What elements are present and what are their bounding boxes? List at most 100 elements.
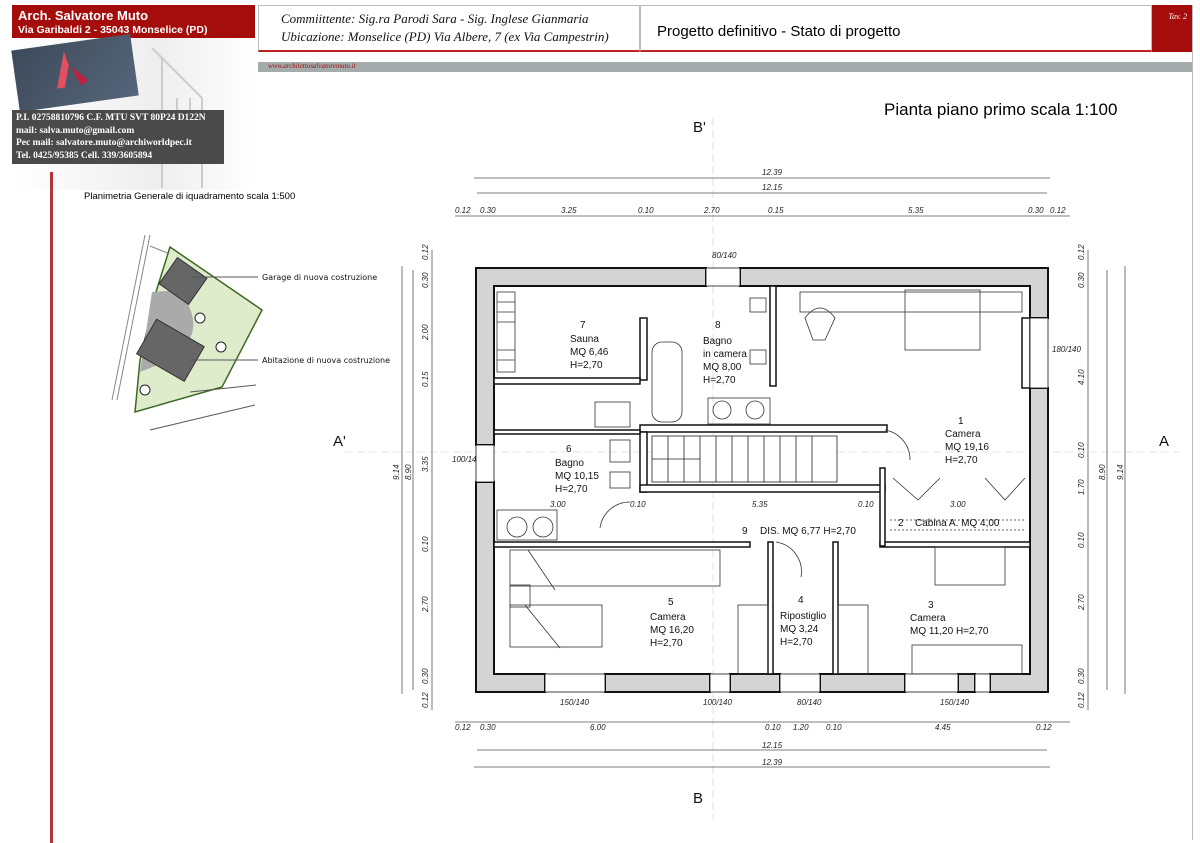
svg-text:0.12: 0.12 — [421, 692, 430, 708]
svg-text:Bagno: Bagno — [555, 458, 584, 469]
client-line: Commiittente: Sig.ra Parodi Sara - Sig. … — [281, 11, 589, 26]
svg-text:12.15: 12.15 — [762, 183, 783, 192]
section-marker-a-prime: A' — [333, 433, 346, 450]
client-box: Commiittente: Sig.ra Parodi Sara - Sig. … — [258, 5, 640, 52]
site-plan: Garage di nuova costruzione Abitazione d… — [111, 234, 390, 431]
furniture — [496, 289, 1026, 675]
svg-text:2: 2 — [898, 518, 904, 529]
svg-text:8: 8 — [715, 320, 721, 331]
divider — [50, 172, 53, 843]
floor-plan-title: Pianta piano primo scala 1:100 — [884, 100, 1118, 119]
svg-text:2.70: 2.70 — [1077, 594, 1086, 611]
svg-text:150/140: 150/140 — [940, 698, 969, 707]
svg-text:9.14: 9.14 — [1116, 464, 1125, 480]
svg-text:DIS. MQ 6,77 H=2,70: DIS. MQ 6,77 H=2,70 — [760, 526, 856, 537]
svg-text:0.12: 0.12 — [1077, 692, 1086, 708]
room-cabina-armadio: 2 Cabina A. MQ 4,00 — [898, 518, 1000, 529]
pec-email: Pec mail: salvatore.muto@archiworldpec.i… — [16, 138, 192, 148]
svg-text:3.00: 3.00 — [950, 500, 966, 509]
svg-text:Camera: Camera — [910, 613, 946, 624]
svg-text:100/140: 100/140 — [452, 455, 481, 464]
svg-text:0.10: 0.10 — [421, 536, 430, 552]
svg-text:0.30: 0.30 — [1028, 206, 1044, 215]
svg-text:H=2,70: H=2,70 — [570, 360, 603, 371]
house-shape — [135, 318, 205, 383]
svg-text:5: 5 — [668, 597, 674, 608]
svg-text:0.10: 0.10 — [1077, 442, 1086, 458]
svg-text:0.30: 0.30 — [480, 206, 496, 215]
architect-banner: Arch. Salvatore Muto Via Garibaldi 2 - 3… — [12, 5, 255, 38]
svg-text:0.10: 0.10 — [630, 500, 646, 509]
sheet-number: Tav. 2 — [1152, 5, 1192, 52]
svg-text:4: 4 — [798, 595, 804, 606]
dimension-lines — [401, 177, 1126, 768]
svg-text:1.20: 1.20 — [793, 723, 809, 732]
email: mail: salva.muto@gmail.com — [16, 125, 135, 136]
svg-text:8.90: 8.90 — [1098, 464, 1107, 480]
svg-text:3.00: 3.00 — [550, 500, 566, 509]
svg-text:180/140: 180/140 — [1052, 345, 1081, 354]
svg-text:MQ 8,00: MQ 8,00 — [703, 362, 742, 373]
svg-text:0.12: 0.12 — [421, 244, 430, 260]
svg-text:0.12: 0.12 — [455, 723, 471, 732]
svg-text:80/140: 80/140 — [797, 698, 822, 707]
svg-text:0.10: 0.10 — [1077, 532, 1086, 548]
phone: Tel. 0425/95385 Cell. 339/3605894 — [16, 150, 153, 161]
architect-address: Via Garibaldi 2 - 35043 Monselice (PD) — [18, 24, 208, 36]
interior-walls — [493, 285, 1031, 675]
site-plan-title: Planimetria Generale di iquadramento sca… — [84, 191, 296, 202]
svg-text:0.12: 0.12 — [1077, 244, 1086, 260]
svg-text:3.35: 3.35 — [421, 456, 430, 472]
svg-text:2.00: 2.00 — [421, 324, 430, 341]
svg-text:0.30: 0.30 — [421, 668, 430, 684]
svg-text:MQ 11,20 H=2,70: MQ 11,20 H=2,70 — [910, 626, 989, 637]
svg-text:Camera: Camera — [650, 612, 686, 623]
svg-text:4.45: 4.45 — [935, 723, 951, 732]
svg-text:Sauna: Sauna — [570, 334, 599, 345]
svg-text:5.35: 5.35 — [908, 206, 924, 215]
location-line: Ubicazione: Monselice (PD) Via Albere, 7… — [281, 29, 609, 44]
svg-text:0.10: 0.10 — [638, 206, 654, 215]
staircase — [651, 435, 838, 483]
svg-text:5.35: 5.35 — [752, 500, 768, 509]
garage-shape — [158, 256, 208, 306]
website-link[interactable]: www.architettosalvatoremuto.it — [268, 62, 356, 70]
svg-text:Camera: Camera — [945, 429, 981, 440]
svg-text:MQ 10,15: MQ 10,15 — [555, 471, 599, 482]
svg-text:H=2,70: H=2,70 — [650, 638, 683, 649]
frame-line — [1192, 5, 1193, 840]
svg-text:9: 9 — [742, 526, 748, 537]
svg-text:3.25: 3.25 — [561, 206, 577, 215]
svg-text:MQ 3,24: MQ 3,24 — [780, 624, 819, 635]
site-label-garage: Garage di nuova costruzione — [262, 273, 377, 282]
svg-text:1.70: 1.70 — [1077, 479, 1086, 495]
project-title: Progetto definitivo - Stato di progetto — [640, 5, 1152, 52]
svg-text:0.30: 0.30 — [421, 272, 430, 288]
svg-text:7: 7 — [580, 320, 586, 331]
section-marker-b: B — [693, 790, 703, 807]
svg-text:2.70: 2.70 — [421, 596, 430, 613]
svg-text:0.12: 0.12 — [455, 206, 471, 215]
svg-text:in camera: in camera — [703, 349, 747, 360]
architect-name: Arch. Salvatore Muto — [18, 8, 149, 23]
svg-text:Bagno: Bagno — [703, 336, 732, 347]
svg-text:0.12: 0.12 — [1036, 723, 1052, 732]
svg-text:0.10: 0.10 — [858, 500, 874, 509]
svg-text:0.12: 0.12 — [1050, 206, 1066, 215]
website-strip — [258, 62, 1192, 72]
svg-text:Cabina A. MQ 4,00: Cabina A. MQ 4,00 — [915, 518, 1000, 529]
dimension-labels: 12.39 12.15 0.12 0.30 3.25 0.10 2.70 0.1… — [392, 168, 1125, 767]
windows — [475, 267, 1049, 693]
svg-text:0.30: 0.30 — [480, 723, 496, 732]
svg-text:0.15: 0.15 — [421, 371, 430, 387]
svg-text:H=2,70: H=2,70 — [945, 455, 978, 466]
svg-text:0.15: 0.15 — [768, 206, 784, 215]
room-disimpegno: 9 DIS. MQ 6,77 H=2,70 — [742, 526, 856, 537]
contact-info: P.I. 02758810796 C.F. MTU SVT 80P24 D122… — [12, 110, 224, 164]
bathtub — [651, 341, 683, 423]
